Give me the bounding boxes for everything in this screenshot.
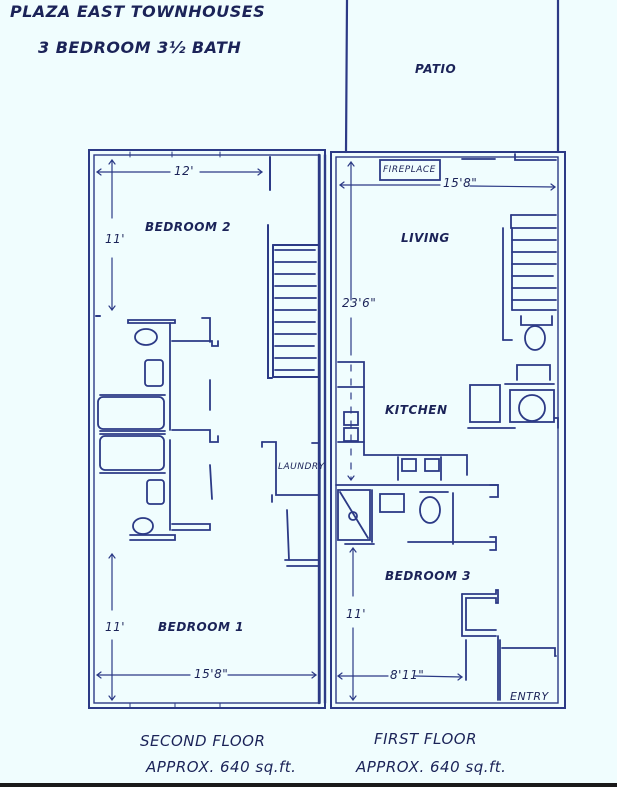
second-floor-bottom-ticks [129, 702, 221, 708]
bedroom2-walls [95, 156, 319, 379]
second-floor-area: APPROX. 640 sq.ft. [146, 758, 297, 776]
first-floor-bathroom [335, 484, 499, 551]
first-floor-label: FIRST FLOOR [374, 730, 477, 748]
bedroom2-depth-dimension: 11' [105, 232, 126, 246]
patio-label: PATIO [415, 62, 457, 76]
second-floor-bathrooms [97, 317, 219, 541]
second-floor-walls [88, 149, 326, 709]
first-floor-walls [323, 151, 566, 709]
bedroom2-label: BEDROOM 2 [145, 220, 231, 234]
kitchen-fixtures [337, 361, 559, 481]
second-floor-label: SECOND FLOOR [140, 732, 266, 750]
building-title: PLAZA EAST TOWNHOUSES [10, 2, 266, 21]
second-floor-stairs [274, 249, 317, 371]
bedroom1-label: BEDROOM 1 [158, 620, 244, 634]
entry-label: ENTRY [510, 690, 549, 703]
living-width-dimension: 15'8" [443, 176, 478, 190]
fireplace-outline [379, 153, 557, 181]
first-floor-area: APPROX. 640 sq.ft. [356, 758, 507, 776]
living-room-label: LIVING [401, 231, 450, 245]
bedroom3-width-dimension: 8'11" [390, 668, 425, 682]
bedroom3-depth-dimension: 11' [346, 607, 367, 621]
bedroom1-width-dimension: 15'8" [194, 667, 229, 681]
laundry-walls [261, 441, 319, 567]
fireplace-label: FIREPLACE [383, 165, 436, 175]
laundry-label: LAUNDRY [278, 462, 325, 472]
bedroom3-closet [461, 589, 557, 701]
patio-outline [344, 0, 560, 154]
unit-type-title: 3 BEDROOM 3½ BATH [38, 38, 242, 57]
bottom-edge-bar [0, 783, 617, 787]
bedroom3-label: BEDROOM 3 [385, 569, 471, 583]
second-floor-dimensions [96, 159, 317, 701]
first-floor-stairs [502, 214, 557, 351]
bedroom1-depth-dimension: 11' [105, 620, 126, 634]
first-floor-dimensions [337, 161, 556, 701]
living-depth-dimension: 23'6" [342, 296, 377, 310]
bedroom2-width-dimension: 12' [174, 164, 195, 178]
kitchen-label: KITCHEN [385, 403, 448, 417]
